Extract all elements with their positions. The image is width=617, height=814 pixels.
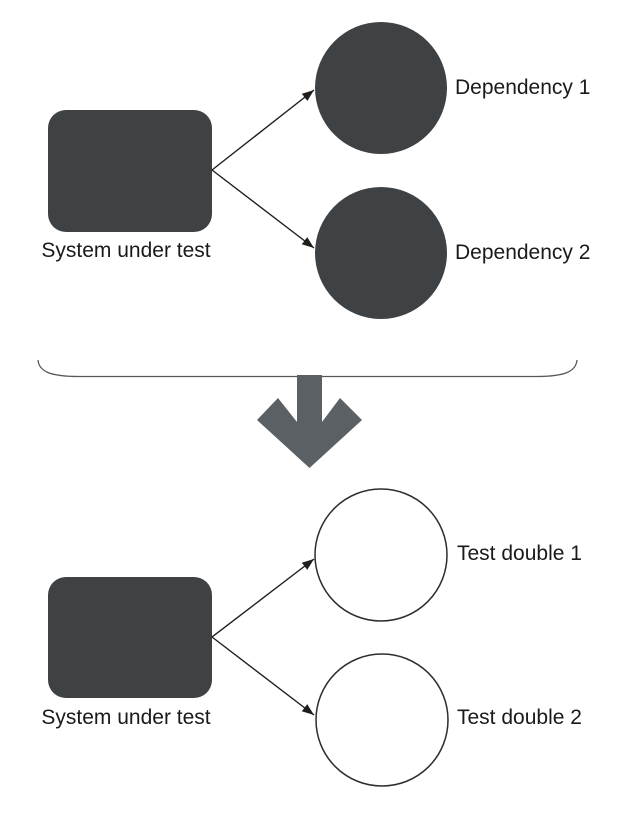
test-double-1-label: Test double 1: [457, 542, 582, 565]
dependency-2-label: Dependency 2: [455, 241, 590, 264]
arrow-to-test-double-2: [211, 636, 315, 716]
system-under-test-label-before: System under test: [41, 239, 210, 262]
test-double-2-node: [315, 653, 449, 787]
system-under-test-label-after: System under test: [41, 706, 210, 729]
arrow-to-test-double-1: [211, 558, 315, 638]
before-diagram: System under test Dependency 1 Dependenc…: [41, 22, 590, 319]
after-diagram: System under test Test double 1 Test dou…: [41, 488, 582, 787]
system-under-test-box-after: [48, 577, 212, 698]
transformation-separator: [37, 359, 578, 468]
big-down-arrow-icon: [257, 375, 362, 468]
arrow-to-dependency-1: [211, 89, 315, 171]
arrow-to-dependency-2: [211, 169, 315, 249]
test-double-1-node: [314, 488, 448, 622]
dependency-1-node: [315, 22, 447, 154]
grouping-brace: [37, 359, 578, 378]
test-double-2-label: Test double 2: [457, 706, 582, 729]
dependency-2-node: [315, 187, 447, 319]
dependency-1-label: Dependency 1: [455, 76, 590, 99]
system-under-test-box-before: [48, 110, 212, 232]
